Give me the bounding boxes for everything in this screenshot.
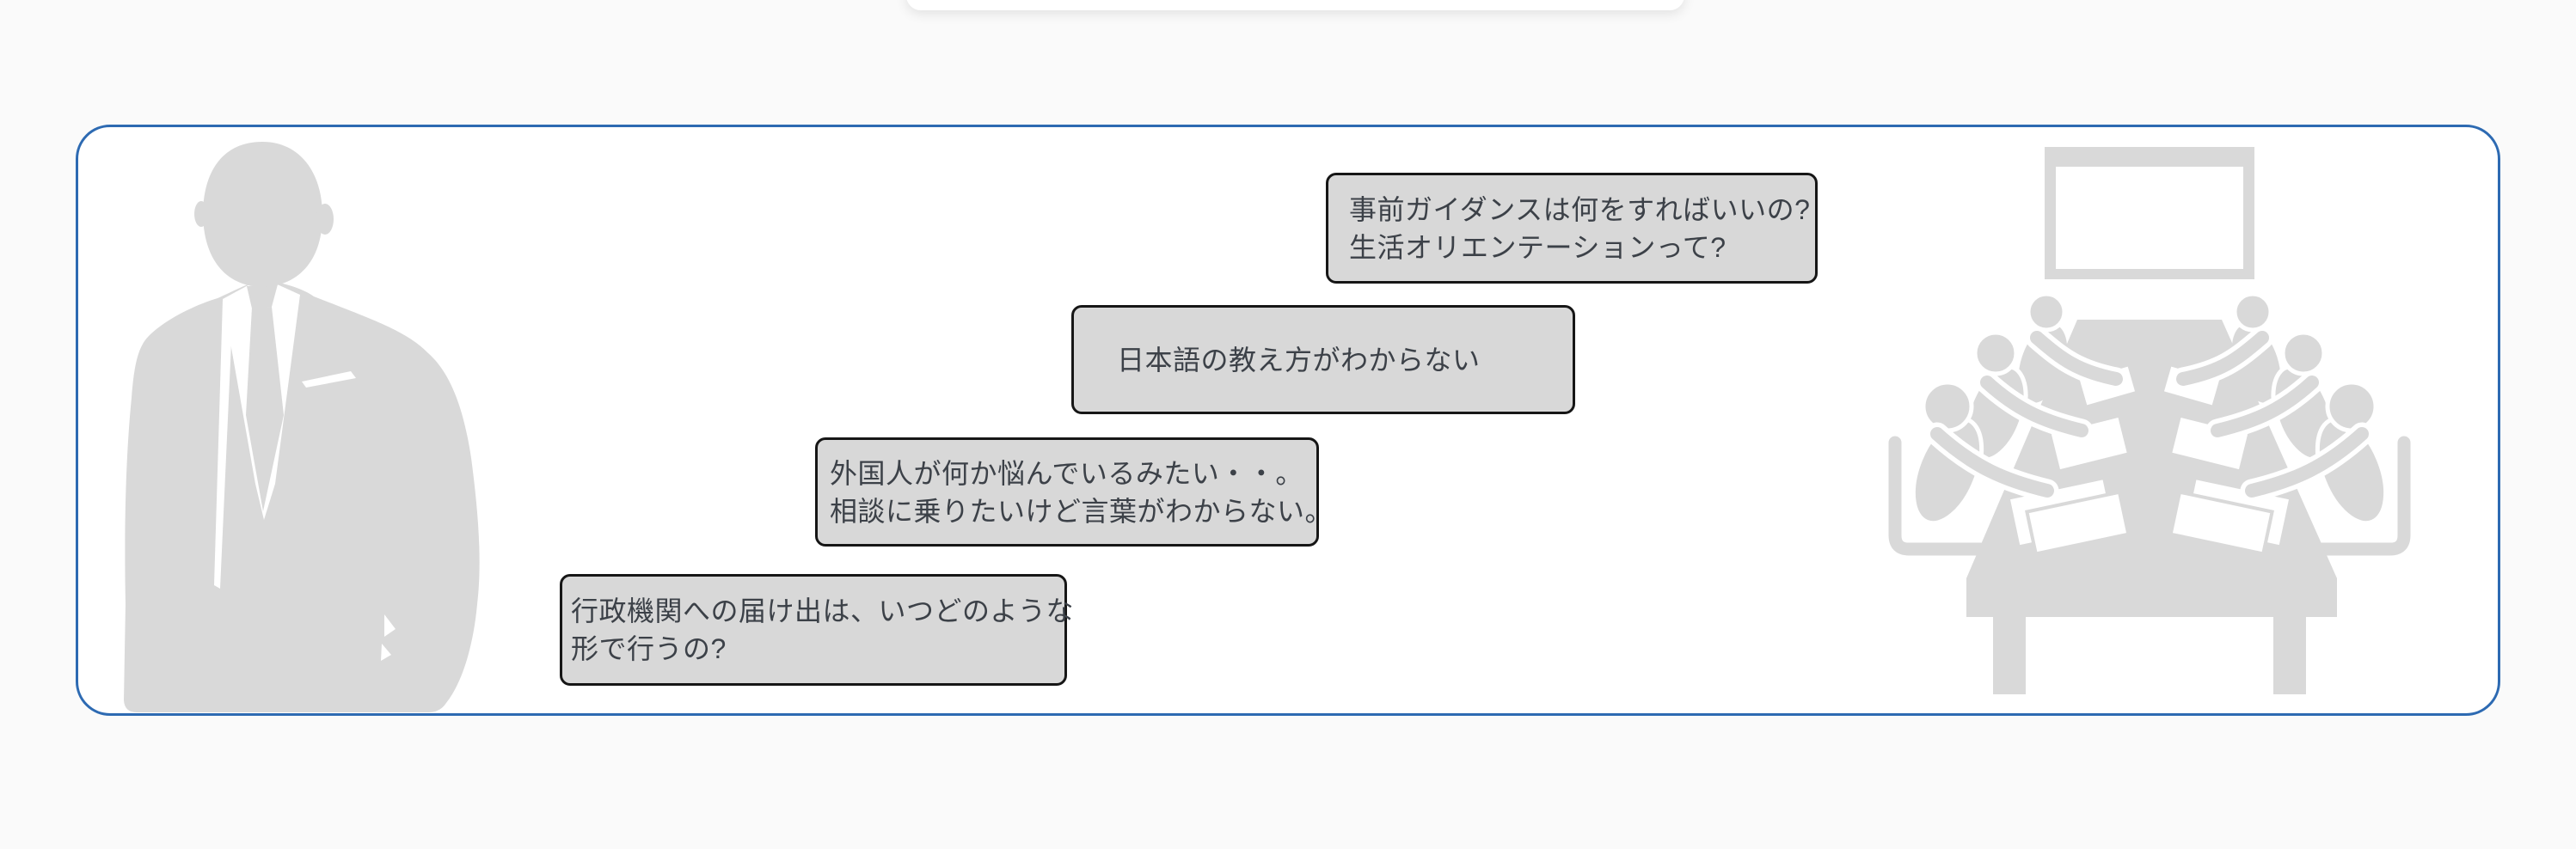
speech-bubble-consultation: 外国人が何か悩んでいるみたい・・。 相談に乗りたいけど言葉がわからない。 bbox=[815, 437, 1334, 547]
speech-bubble-guidance: 事前ガイダンスは何をすればいいの? 生活オリエンテーションって? bbox=[1326, 173, 1818, 284]
businessman-silhouette-icon bbox=[89, 127, 518, 713]
chair-left bbox=[1888, 436, 1987, 556]
bubble-line: 相談に乗りたいけど言葉がわからない。 bbox=[830, 495, 1334, 527]
bubble-line: 形で行うの? bbox=[571, 633, 727, 664]
people-arms bbox=[1925, 326, 2374, 503]
papers bbox=[2009, 366, 2290, 556]
speech-bubble-japanese-teaching: 日本語の教え方がわからない bbox=[1071, 305, 1575, 414]
bubble-line: 生活オリエンテーションって? bbox=[1349, 231, 1727, 263]
floating-toolbar-remnant bbox=[906, 0, 1684, 10]
presentation-screen bbox=[2045, 147, 2254, 279]
bubble-line: 事前ガイダンスは何をすればいいの? bbox=[1349, 193, 1811, 225]
speech-bubble-government-filing: 行政機関への届け出は、いつどのような 形で行うの? bbox=[560, 574, 1075, 686]
diagram-card: 事前ガイダンスは何をすればいいの? 生活オリエンテーションって? 日本語の教え方… bbox=[76, 125, 2500, 716]
bubble-line: 行政機関への届け出は、いつどのような bbox=[571, 596, 1075, 626]
bubble-line: 外国人が何か悩んでいるみたい・・。 bbox=[830, 457, 1303, 489]
bubble-line: 日本語の教え方がわからない bbox=[1117, 344, 1481, 376]
meeting-room-icon bbox=[1851, 127, 2453, 713]
chair-right bbox=[2312, 436, 2411, 556]
